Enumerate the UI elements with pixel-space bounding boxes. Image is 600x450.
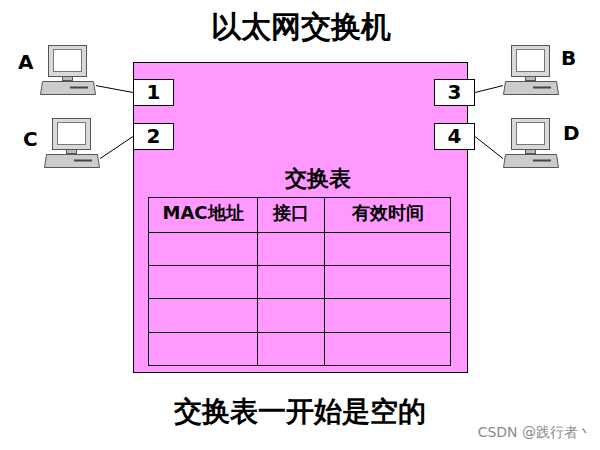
port-number: 1 (134, 80, 173, 104)
computer-icon: D (503, 117, 559, 169)
port-box: 3 (434, 79, 475, 106)
port-box: 2 (133, 123, 174, 150)
table-column-line (324, 198, 325, 366)
computer-base (41, 82, 96, 95)
computer-drawing (40, 44, 96, 96)
table-header: MAC地址 (149, 201, 257, 225)
screen (517, 50, 545, 72)
port-number: 2 (134, 124, 173, 148)
computer-base (45, 155, 100, 168)
network-cable (96, 86, 133, 93)
drive-slot (70, 87, 88, 89)
drive-slot (74, 160, 92, 162)
monitor (512, 119, 550, 150)
switch-title: 以太网交换机 (74, 9, 527, 45)
port-number: 3 (435, 80, 474, 104)
computer-icon: B (503, 44, 559, 96)
table-row-line (149, 265, 451, 266)
computer-label: D (563, 121, 580, 145)
network-cable (475, 86, 503, 93)
monitor-stand (67, 150, 77, 154)
port-number: 4 (435, 124, 474, 148)
drive-slot (533, 87, 551, 89)
drive-slot (533, 160, 551, 162)
port-box: 4 (434, 123, 475, 150)
monitor-stand (63, 77, 73, 81)
monitor-stand (526, 77, 536, 81)
screen (517, 123, 545, 145)
caption: 交换表一开始是空的 (0, 394, 600, 430)
watermark: CSDN @践行者丶 (420, 422, 592, 442)
computer-base (504, 155, 559, 168)
monitor (53, 119, 91, 150)
computer-drawing (44, 117, 100, 169)
monitor (49, 46, 87, 77)
table-title: 交换表 (218, 165, 418, 193)
monitor-stand (526, 150, 536, 154)
screen (58, 123, 86, 145)
computer-icon: C (44, 117, 100, 169)
network-cable (475, 137, 503, 159)
table-row-line (149, 332, 451, 333)
computer-drawing (503, 117, 559, 169)
table-row-line (149, 298, 451, 299)
computer-icon: A (40, 44, 96, 96)
computer-drawing (503, 44, 559, 96)
computer-label: A (18, 50, 33, 74)
computer-base (504, 82, 559, 95)
table-column-line (257, 198, 258, 366)
computer-label: B (561, 46, 576, 70)
port-box: 1 (133, 79, 174, 106)
table-header: 接口 (258, 201, 324, 225)
table-border (149, 198, 451, 366)
table-row-line (149, 232, 451, 233)
monitor (512, 46, 550, 77)
network-cable (100, 137, 133, 159)
screen (54, 50, 82, 72)
table-header: 有效时间 (325, 201, 450, 225)
computer-label: C (23, 127, 38, 151)
